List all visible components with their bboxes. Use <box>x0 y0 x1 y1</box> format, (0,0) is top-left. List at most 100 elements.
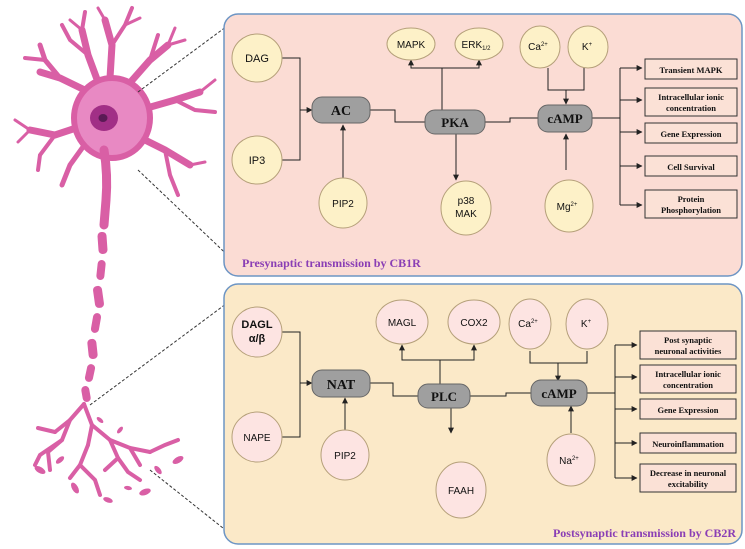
svg-text:ERK1/2: ERK1/2 <box>462 40 492 52</box>
molecule-ip3: IP3 <box>231 135 283 185</box>
outcome-neuroinflammation: Neuroinflammation <box>639 432 737 454</box>
molecule-dag: DAG <box>231 33 283 83</box>
molecule-ip3-label: IP3 <box>249 155 266 167</box>
outcome-decrease-excitability-line1: Decrease in neuronal <box>650 468 727 478</box>
outcome-gene-expression-post-label: Gene Expression <box>657 405 718 415</box>
node-nat: NAT <box>311 369 371 398</box>
outcome-neuroinflammation-label: Neuroinflammation <box>652 439 724 449</box>
molecule-ca-post-label: Ca <box>518 319 531 330</box>
presynaptic-connectors <box>282 57 643 208</box>
molecule-pip2-label: PIP2 <box>332 199 354 210</box>
molecule-dag-label: DAG <box>245 53 269 65</box>
molecule-erk-subscript: 1/2 <box>482 46 491 52</box>
node-pka: PKA <box>424 109 486 135</box>
molecule-k: K+ <box>567 25 609 69</box>
outcome-protein-phosphorylation: Protein Phosphorylation <box>644 189 738 219</box>
outcome-cell-survival: Cell Survival <box>644 155 738 177</box>
molecule-ca: Ca2+ <box>519 25 561 69</box>
molecule-nape-label: NAPE <box>243 433 271 444</box>
outcome-post-synaptic-line2: neuronal activities <box>655 346 722 356</box>
postsynaptic-panel-background <box>223 283 743 545</box>
molecule-ca-post: Ca2+ <box>508 298 552 350</box>
node-nat-label: NAT <box>327 378 356 393</box>
outcome-gene-expression-post: Gene Expression <box>639 398 737 420</box>
outcome-intracellular-ionic-line1: Intracellular ionic <box>658 92 724 102</box>
postsynaptic-panel-title: Postsynaptic transmission by CB2R <box>553 526 736 540</box>
presynaptic-molecules: DAG IP3 PIP2 MAPK ERK1/2 Ca2+ <box>231 25 609 236</box>
molecule-pip2-post: PIP2 <box>320 429 370 481</box>
outcome-intracellular-ionic-post: Intracellular ionic concentration <box>639 364 737 394</box>
molecule-na: Na2+ <box>546 433 596 487</box>
molecule-mg: Mg2+ <box>544 179 594 233</box>
molecule-magl: MAGL <box>375 299 429 345</box>
neuron-illustration <box>13 6 217 503</box>
node-ac-label: AC <box>331 104 351 119</box>
neuron-myelin-segments <box>81 231 108 402</box>
molecule-erk-label: ERK <box>462 40 483 51</box>
neuron-terminal-fragments <box>34 417 184 503</box>
postsynaptic-outcomes: Post synaptic neuronal activities Intrac… <box>639 330 737 493</box>
molecule-mg-label: Mg <box>557 202 571 213</box>
outcome-intracellular-ionic-post-line2: concentration <box>663 380 713 390</box>
molecule-k-post-superscript: + <box>588 319 592 325</box>
svg-text:Mg2+: Mg2+ <box>557 202 578 213</box>
molecule-ca-label: Ca <box>528 42 541 53</box>
molecule-ca-post-superscript: 2+ <box>531 319 538 325</box>
svg-text:K+: K+ <box>582 42 593 53</box>
svg-text:Ca2+: Ca2+ <box>528 42 548 53</box>
outcome-intracellular-ionic-post-line1: Intracellular ionic <box>655 369 721 379</box>
molecule-k-post: K+ <box>565 298 609 350</box>
postsynaptic-panel: DAGL α/β NAPE PIP2 MAGL COX2 Ca2+ <box>223 283 743 545</box>
node-pka-label: PKA <box>441 115 469 130</box>
molecule-k-post-label: K <box>581 319 588 330</box>
molecule-pip2-post-label: PIP2 <box>334 451 356 462</box>
node-camp-post: cAMP <box>530 379 588 407</box>
node-camp: cAMP <box>537 104 593 133</box>
molecule-na-label: Na <box>559 456 572 467</box>
molecule-cox2: COX2 <box>447 299 501 345</box>
node-camp-post-label: cAMP <box>541 386 576 401</box>
outcome-cell-survival-label: Cell Survival <box>667 162 715 172</box>
molecule-ca-superscript: 2+ <box>541 42 548 48</box>
node-plc: PLC <box>417 383 471 409</box>
molecule-magl-label: MAGL <box>388 318 417 329</box>
molecule-mapk: MAPK <box>386 27 436 61</box>
molecule-dagl-label-line2: α/β <box>249 333 266 345</box>
outcome-post-synaptic-activities: Post synaptic neuronal activities <box>639 330 737 360</box>
outcome-post-synaptic-line1: Post synaptic <box>664 335 712 345</box>
svg-text:Ca2+: Ca2+ <box>518 319 538 330</box>
outcome-protein-phosphorylation-line2: Phosphorylation <box>661 205 721 215</box>
outcome-decrease-excitability: Decrease in neuronal excitability <box>639 463 737 493</box>
molecule-p38-label-line1: p38 <box>458 196 475 207</box>
outcome-decrease-excitability-line2: excitability <box>668 479 709 489</box>
outcome-intracellular-ionic: Intracellular ionic concentration <box>644 87 738 117</box>
svg-text:K+: K+ <box>581 319 592 330</box>
outcome-transient-mapk-label: Transient MAPK <box>660 65 723 75</box>
molecule-faah: FAAH <box>435 461 487 519</box>
molecule-erk: ERK1/2 <box>454 27 504 61</box>
outcome-protein-phosphorylation-line1: Protein <box>678 194 705 204</box>
molecule-na-superscript: 2+ <box>572 456 579 462</box>
molecule-faah-label: FAAH <box>448 486 474 497</box>
molecule-nape: NAPE <box>231 411 283 463</box>
postsynaptic-molecules: DAGL α/β NAPE PIP2 MAGL COX2 Ca2+ <box>231 298 609 519</box>
molecule-pip2: PIP2 <box>318 177 368 229</box>
molecule-dagl-label-line1: DAGL <box>241 319 272 331</box>
zoom-guide-lines <box>89 17 239 541</box>
postsynaptic-connectors <box>282 331 638 481</box>
svg-text:Na2+: Na2+ <box>559 456 579 467</box>
outcome-gene-expression: Gene Expression <box>644 122 738 144</box>
presynaptic-panel-title: Presynaptic transmission by CB1R <box>242 256 421 270</box>
presynaptic-outcomes: Transient MAPK Intracellular ionic conce… <box>644 58 738 219</box>
presynaptic-nodes: AC PKA cAMP <box>311 96 593 135</box>
molecule-p38: p38 MAK <box>440 180 492 236</box>
molecule-p38-label-line2: MAK <box>455 209 477 220</box>
neuron-axon-terminals <box>33 402 180 497</box>
molecule-mg-superscript: 2+ <box>571 202 578 208</box>
node-plc-label: PLC <box>431 389 457 404</box>
molecule-k-superscript: + <box>589 42 593 48</box>
neuron-axon <box>99 145 112 230</box>
node-ac: AC <box>311 96 371 124</box>
outcome-transient-mapk: Transient MAPK <box>644 58 738 80</box>
